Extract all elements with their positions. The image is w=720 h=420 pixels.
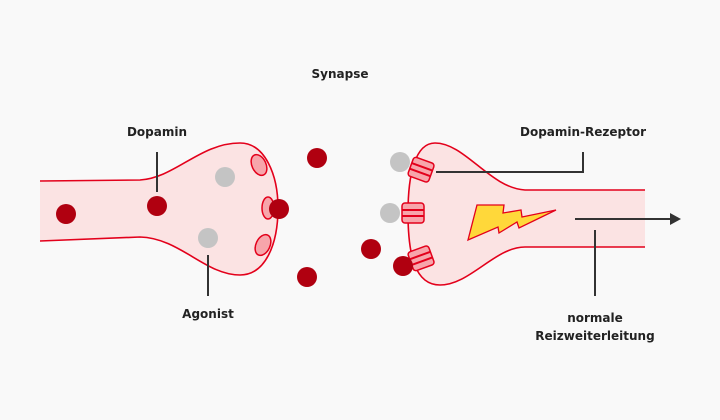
leader-lines	[156, 152, 670, 296]
label-signal: normale Reizweiterleitung	[525, 309, 665, 345]
title: Synapse	[311, 67, 369, 81]
receptor	[401, 202, 425, 224]
vesicle	[254, 233, 272, 257]
dopamine-molecule	[147, 196, 167, 216]
label-signal-line1: normale	[567, 311, 623, 325]
label-receptor: Dopamin-Rezeptor	[519, 125, 647, 139]
label-agonist: Agonist	[182, 307, 234, 321]
receptor	[407, 156, 435, 183]
dopamine-molecule	[269, 199, 289, 219]
dopamine-molecule	[307, 148, 327, 168]
agonist-molecule	[390, 152, 410, 172]
agonist-molecule	[198, 228, 218, 248]
agonist-molecule	[380, 203, 400, 223]
dopamine-molecule	[297, 267, 317, 287]
dopamine-molecule	[56, 204, 76, 224]
dopamine-molecule	[393, 256, 413, 276]
vesicle	[250, 153, 268, 177]
label-signal-line2: Reizweiterleitung	[535, 329, 655, 343]
agonist-molecule	[215, 167, 235, 187]
postsynaptic-neuron	[401, 142, 645, 286]
lightning-icon	[467, 204, 557, 242]
receptor	[407, 245, 435, 272]
label-dopamin: Dopamin	[126, 125, 188, 139]
molecules	[56, 148, 413, 287]
arrow-head-icon	[670, 213, 681, 225]
dopamine-molecule	[361, 239, 381, 259]
